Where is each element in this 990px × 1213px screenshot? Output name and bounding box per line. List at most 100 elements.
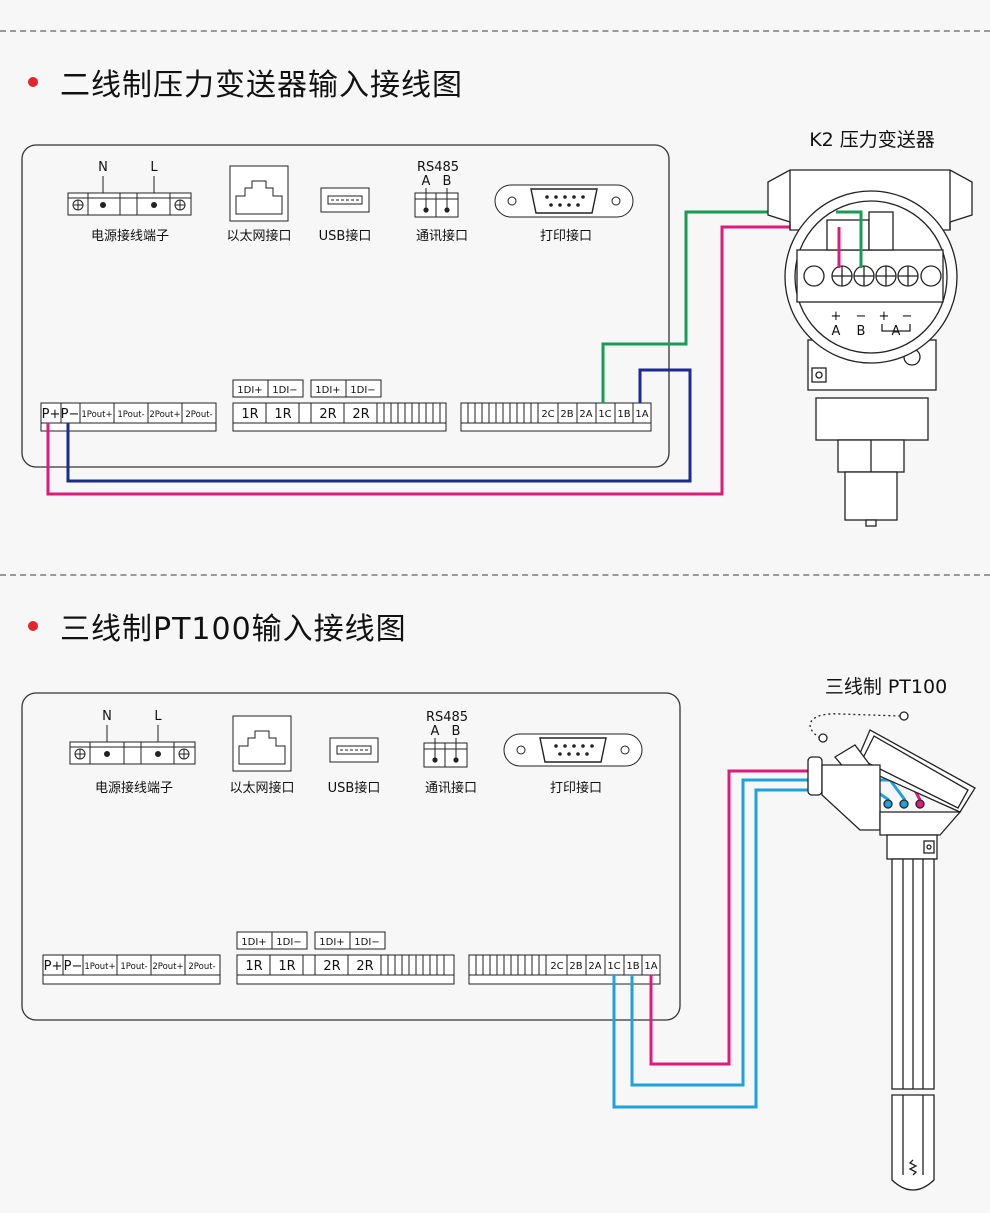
relay-label: 2R [323,959,340,974]
ethernet-port-icon[interactable]: 以太网接口 [226,165,292,244]
wire-magenta [46,225,841,496]
section1-title: 二线制压力变送器输入接线图 [28,60,463,104]
wire-cyan-1 [630,778,907,1087]
rs485-B-label: B [452,724,461,739]
terminal-2C: 2C [541,409,554,420]
rs485-A-label: A [422,174,431,189]
terminal-P-plus: P+ [42,407,61,422]
section2-title: 三线制PT100输入接线图 [28,604,407,648]
power-L-label: L [150,160,158,175]
print-port-icon[interactable]: 打印接口 [503,733,643,796]
terminal-1C: 1C [607,961,620,972]
input-terminal-strip-2: 2C 2B 2A 1C 1B 1A [468,954,661,985]
power-terminal-1: N L 电源接线端子 [67,160,192,244]
divider-top [0,30,990,32]
terminal-1pout-minus: 1Pout- [120,962,147,972]
transmitter-title: K2 压力变送器 [809,129,935,151]
relay-label: 2R [356,959,373,974]
terminal-2A: 2A [588,961,601,972]
terminal-2B: 2B [569,961,582,972]
usb-label: USB接口 [328,780,381,796]
di-label: 1DI+ [319,937,344,948]
terminal-P-minus: P− [64,959,83,974]
output-terminal-strip-1: P+ P− 1Pout+ 1Pout- 2Pout+ 2Pout- [40,402,217,432]
relay-terminal-strip-1: 1R 1R 2R 2R [232,402,447,432]
terminal-2pout-minus: 2Pout- [188,962,215,972]
section1-title-text: 二线制压力变送器输入接线图 [60,68,463,103]
di-labels-2: 1DI+ 1DI− 1DI+ 1DI− [236,931,386,950]
relay-label: 1R [245,959,262,974]
power-label: 电源接线端子 [95,780,173,796]
bullet-icon [28,77,38,87]
wires-section1 [46,210,841,496]
instrument-panel-1: N L 电源接线端子 以太网接口 USB接口 [21,144,670,468]
transmitter-plus-1: + [831,309,842,324]
terminal-1A: 1A [644,961,657,972]
output-terminal-strip-2: P+ P− 1Pout+ 1Pout- 2Pout+ 2Pout- [42,954,221,985]
rs485-port-icon[interactable]: RS485 A B 通讯接口 [414,160,468,244]
terminal-2pout-minus: 2Pout- [185,410,212,420]
rs485-label: RS485 [417,160,459,175]
terminal-1A: 1A [635,409,648,420]
input-terminal-strip-1: 2C 2B 2A 1C 1B 1A [460,402,652,432]
pt100-title: 三线制 PT100 [825,676,947,698]
terminal-2A: 2A [579,409,592,420]
bullet-icon [28,621,38,631]
pressure-transmitter: K2 压力变送器 + − + − A B A [767,129,973,527]
rs485-label: RS485 [426,710,468,725]
terminal-2C: 2C [550,961,563,972]
divider-middle [0,574,990,576]
comm-label: 通讯接口 [425,780,477,796]
transmitter-A: A [832,324,841,339]
terminal-2B: 2B [560,409,573,420]
di-label: 1DI− [276,937,301,948]
rs485-B-label: B [443,174,452,189]
terminal-1B: 1B [626,961,639,972]
power-L-label: L [154,709,162,724]
transmitter-plus-2: + [879,309,890,324]
pt100-sensor: 三线制 PT100 [807,676,976,1191]
terminal-P-minus: P− [61,407,80,422]
di-label: 1DI− [350,385,375,396]
terminal-P-plus: P+ [44,959,63,974]
usb-label: USB接口 [319,228,372,244]
power-terminal-2: N L 电源接线端子 [69,709,196,796]
ethernet-port-icon[interactable]: 以太网接口 [229,715,295,796]
transmitter-B: B [857,324,866,339]
di-label: 1DI− [354,937,379,948]
rs485-A-label: A [431,724,440,739]
relay-terminal-strip-2: 1R 1R 2R 2R [236,954,455,985]
transmitter-minus-2: − [902,309,913,324]
ethernet-label: 以太网接口 [226,228,291,244]
usb-port-icon[interactable]: USB接口 [319,187,372,244]
relay-label: 2R [319,407,336,422]
terminal-1pout-minus: 1Pout- [117,410,144,420]
relay-label: 1R [274,407,291,422]
wire-navy [66,368,692,483]
section2-title-text: 三线制PT100输入接线图 [60,612,407,647]
di-label: 1DI− [272,385,297,396]
rs485-port-icon[interactable]: RS485 A B 通讯接口 [423,710,477,796]
power-N-label: N [102,709,112,724]
terminal-1pout-plus: 1Pout+ [84,962,115,972]
terminal-1pout-plus: 1Pout+ [81,410,112,420]
relay-label: 2R [352,407,369,422]
power-N-label: N [98,160,108,175]
terminal-2pout-plus: 2Pout+ [149,410,180,420]
relay-label: 1R [241,407,258,422]
relay-label: 1R [278,959,295,974]
di-label: 1DI+ [315,385,340,396]
comm-label: 通讯接口 [416,228,468,244]
usb-port-icon[interactable]: USB接口 [328,737,381,796]
power-label: 电源接线端子 [91,228,169,244]
ethernet-label: 以太网接口 [229,780,294,796]
print-label: 打印接口 [550,780,602,796]
transmitter-minus-1: − [856,309,867,324]
di-label: 1DI+ [241,937,266,948]
terminal-2pout-plus: 2Pout+ [152,962,183,972]
print-port-icon[interactable]: 打印接口 [494,184,634,244]
terminal-1C: 1C [598,409,611,420]
print-label: 打印接口 [540,228,592,244]
wire-cyan-2 [612,788,890,1109]
